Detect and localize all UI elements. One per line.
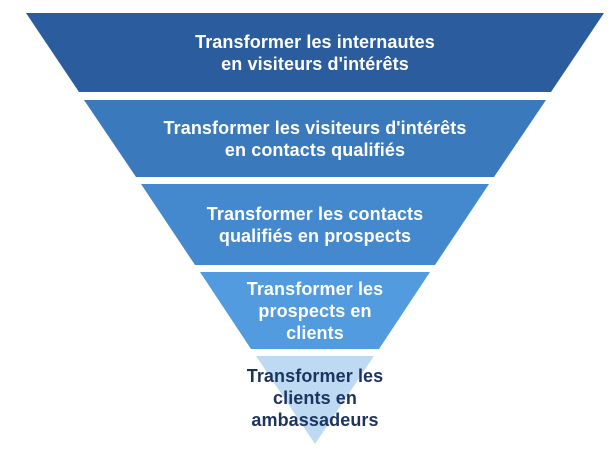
stage-1-line-1: Transformer les internautes <box>195 31 435 52</box>
funnel-stage-5: Transformer les clients en ambassadeurs <box>247 356 383 444</box>
stage-5-line-3: ambassadeurs <box>251 410 379 430</box>
stage-5-line-2: clients en <box>272 388 358 408</box>
funnel-stage-1-label: Transformer les internautes en visiteurs… <box>195 31 435 75</box>
stage-2-line-1: Transformer les visiteurs d'intérêts <box>163 117 467 138</box>
stage-3-line-2: qualifiés en prospects <box>218 225 412 246</box>
stage-1-line-2: en visiteurs d'intérêts <box>221 53 409 74</box>
stage-2-line-2: en contacts qualifiés <box>224 139 406 160</box>
funnel-stage-5-label: Transformer les clients en ambassadeurs <box>247 365 384 431</box>
funnel-stage-3-label: Transformer les contacts qualifiés en pr… <box>207 203 423 247</box>
funnel-stage-1-shape <box>26 13 604 92</box>
stage-3-line-1: Transformer les contacts <box>206 203 424 224</box>
stage-4-line-2: prospects en <box>258 300 372 321</box>
funnel-stage-3: Transformer les contacts qualifiés en pr… <box>141 184 489 265</box>
funnel-stage-2-label: Transformer les visiteurs d'intérêts en … <box>164 117 467 161</box>
funnel-stage-3-shape <box>141 184 489 265</box>
stage-4-line-3: clients <box>286 322 344 343</box>
funnel-stage-2-shape <box>84 100 546 177</box>
funnel-stage-4-label: Transformer les prospects en clients <box>247 278 384 344</box>
stage-5-line-1: Transformer les <box>246 366 384 386</box>
funnel-stage-2: Transformer les visiteurs d'intérêts en … <box>84 100 546 177</box>
stage-4-line-1: Transformer les <box>246 278 384 299</box>
funnel-stage-1: Transformer les internautes en visiteurs… <box>26 13 604 92</box>
funnel-stage-4: Transformer les prospects en clients <box>200 272 430 349</box>
